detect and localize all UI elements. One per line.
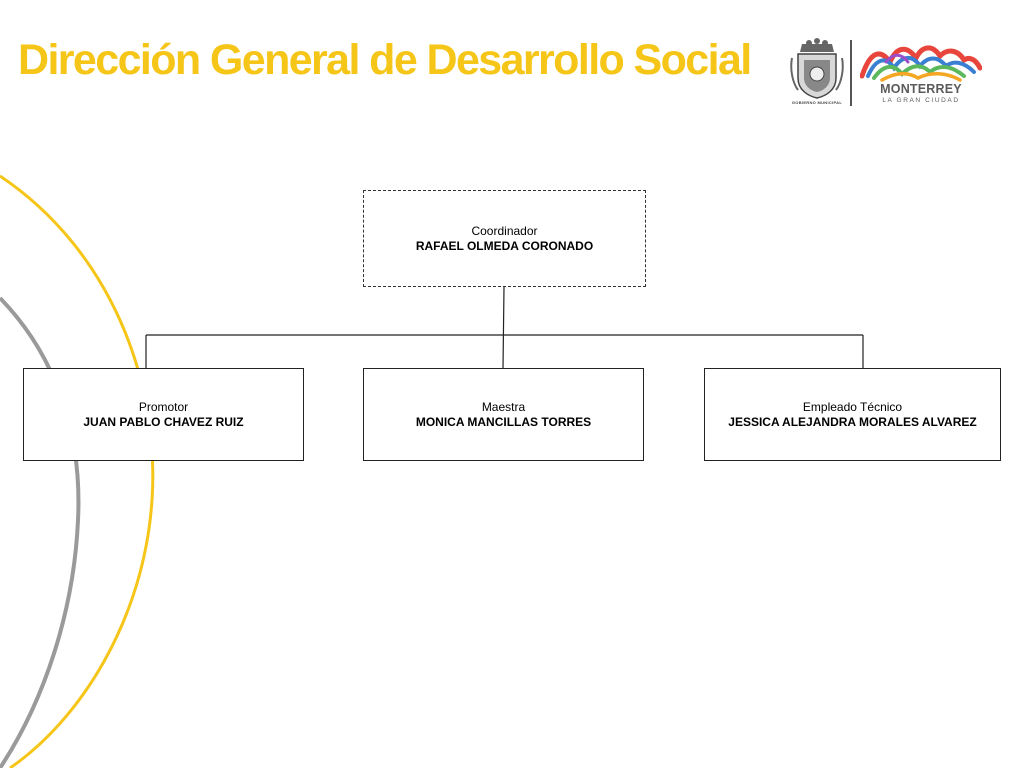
empleado-tecnico-role: Empleado Técnico <box>802 399 903 414</box>
seal-caption: GOBIERNO MUNICIPAL <box>791 100 843 105</box>
monterrey-mountain-logo-icon <box>860 45 982 82</box>
maestra-box: Maestra MONICA MANCILLAS TORRES <box>363 368 644 461</box>
brand-name: MONTERREY <box>880 82 962 96</box>
gray-arc <box>0 296 81 768</box>
empleado-tecnico-box: Empleado Técnico JESSICA ALEJANDRA MORAL… <box>704 368 1001 461</box>
maestra-name: MONICA MANCILLAS TORRES <box>415 414 592 429</box>
coordinator-name: RAFAEL OLMEDA CORONADO <box>415 238 594 253</box>
promotor-role: Promotor <box>138 399 189 414</box>
coordinator-role: Coordinador <box>471 223 538 238</box>
empleado-tecnico-name: JESSICA ALEJANDRA MORALES ALVAREZ <box>728 414 977 429</box>
promotor-name: JUAN PABLO CHAVEZ RUIZ <box>83 414 244 429</box>
yellow-arc <box>0 174 155 768</box>
municipal-seal-icon <box>790 38 844 99</box>
maestra-role: Maestra <box>481 399 526 414</box>
logo-divider <box>850 40 852 106</box>
brand-tagline: LA GRAN CIUDAD <box>882 97 960 104</box>
promotor-box: Promotor JUAN PABLO CHAVEZ RUIZ <box>23 368 304 461</box>
header-logos: GOBIERNO MUNICIPAL MONTERREY LA GRAN CIU… <box>788 38 988 110</box>
page-title: Dirección General de Desarrollo Social <box>18 36 752 84</box>
coordinator-box: Coordinador RAFAEL OLMEDA CORONADO <box>363 190 646 287</box>
root-connector <box>502 286 505 369</box>
